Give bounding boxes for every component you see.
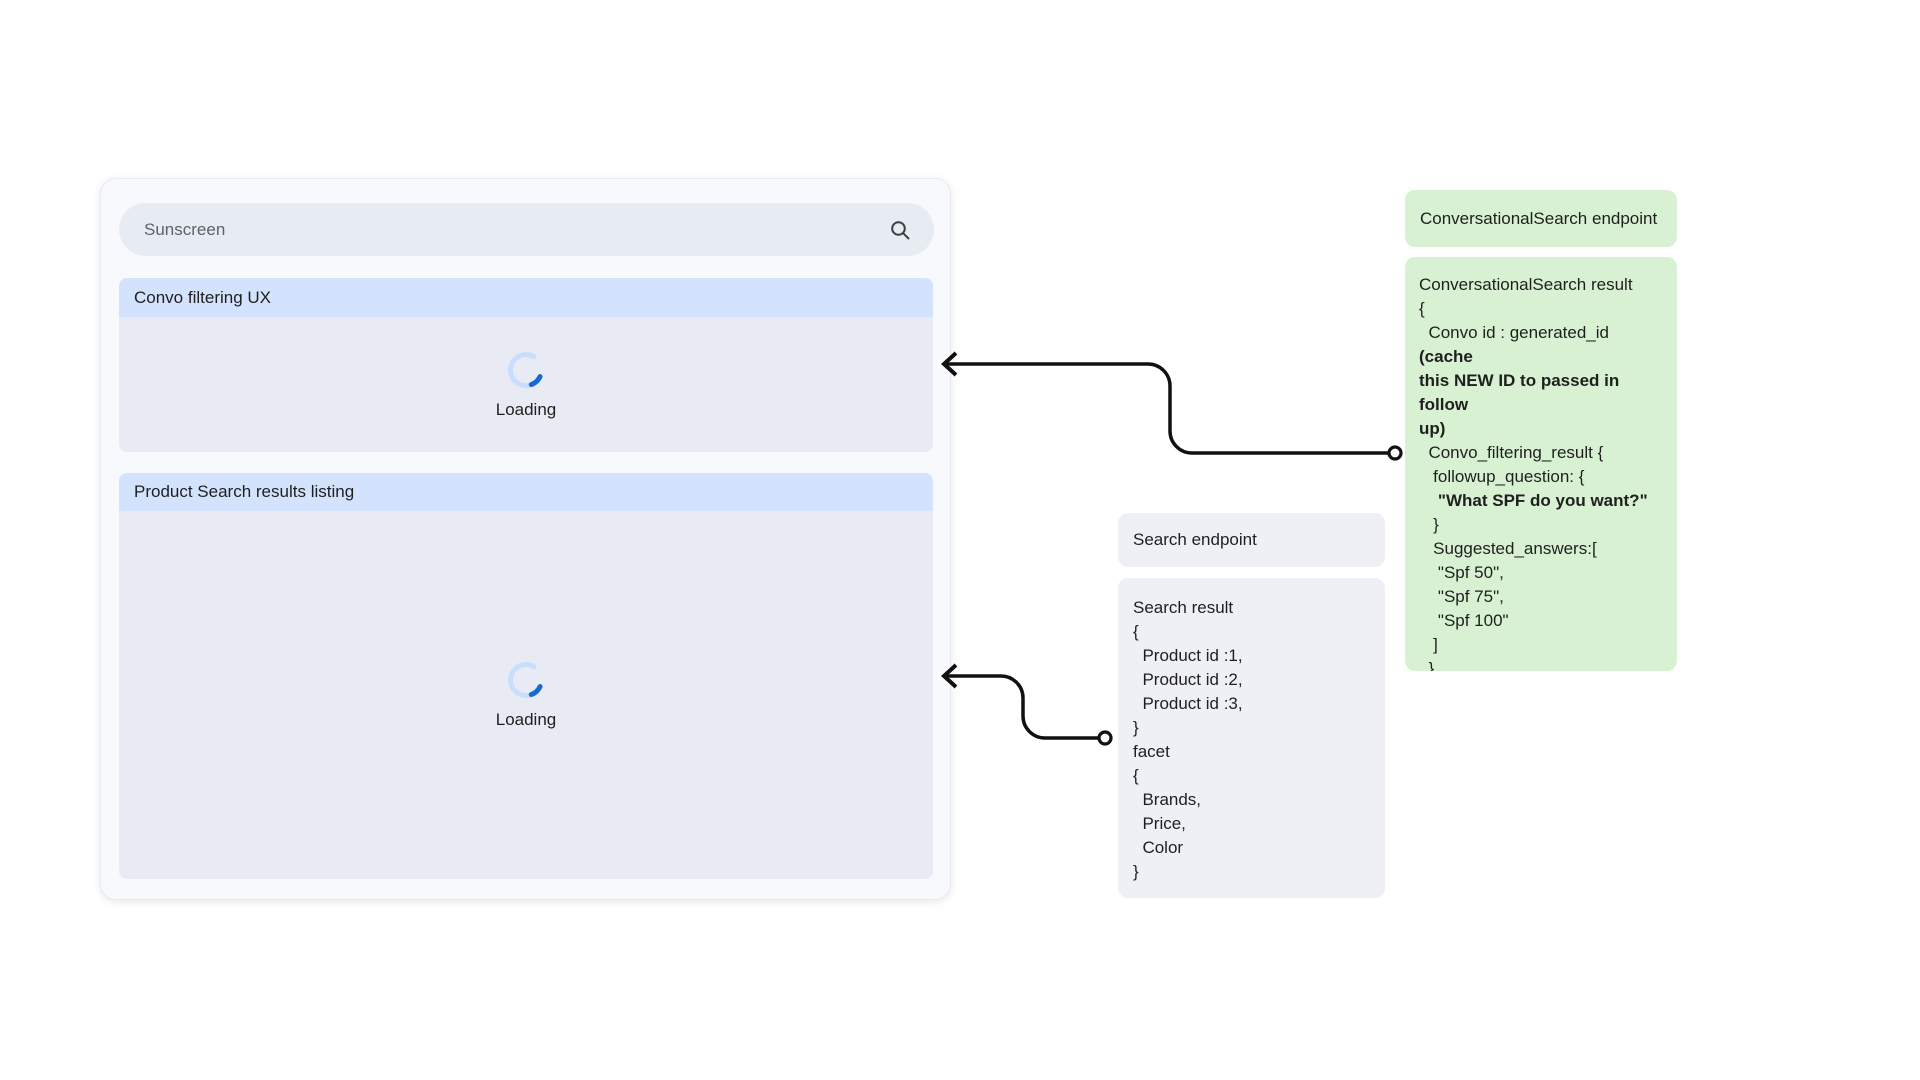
code-line: }	[1419, 659, 1435, 671]
code-line: Product id :2,	[1133, 670, 1243, 689]
code-line: Convo_filtering_result {	[1419, 443, 1604, 462]
code-line: facet	[1133, 742, 1170, 761]
section-title: Product Search results listing	[134, 482, 355, 501]
loading-label: Loading	[495, 399, 557, 419]
loading-label: Loading	[495, 710, 557, 729]
conversational-search-result-box: ConversationalSearch result { Convo id : …	[1405, 257, 1677, 671]
code-line: Suggested_answers:[	[1419, 539, 1597, 558]
code-line: }	[1133, 862, 1139, 881]
code-line: Product id :1,	[1133, 646, 1243, 665]
search-input-value: Sunscreen	[144, 219, 226, 239]
search-endpoint-label: Search endpoint	[1118, 513, 1385, 567]
code-line: "Spf 50",	[1419, 563, 1504, 582]
code-line: Search result	[1133, 598, 1234, 617]
code-line: {	[1419, 299, 1425, 318]
search-icon[interactable]	[888, 218, 912, 242]
code-line: Brands,	[1133, 790, 1202, 809]
label-text: ConversationalSearch endpoint	[1420, 208, 1658, 228]
code-line: "Spf 100"	[1419, 611, 1509, 630]
code-line: {	[1133, 622, 1139, 641]
code-line: Price,	[1133, 814, 1186, 833]
code-line: Color	[1133, 838, 1184, 857]
code-line: "What SPF do you want?"	[1437, 491, 1648, 510]
section-body-product-results: Loading	[119, 511, 933, 879]
loading-spinner-icon	[508, 351, 543, 388]
search-ui-mockup-card: Sunscreen Convo filtering UX Loading Pro…	[100, 178, 951, 900]
code-line: {	[1133, 766, 1139, 785]
code-line: }	[1419, 515, 1439, 534]
code-line: up)	[1419, 419, 1446, 438]
section-body-convo-filtering: Loading	[119, 317, 933, 452]
label-text: Search endpoint	[1133, 530, 1257, 549]
code-line: Product id :3,	[1133, 694, 1243, 713]
code-line: "Spf 75",	[1419, 587, 1504, 606]
connector-arrow-search	[941, 663, 1113, 746]
search-result-box: Search result { Product id :1, Product id…	[1118, 578, 1385, 898]
code-line: Convo id : generated_id (cache	[1419, 323, 1614, 366]
search-input[interactable]: Sunscreen	[119, 203, 934, 256]
section-header-product-results: Product Search results listing	[119, 473, 933, 511]
code-line: this NEW ID to passed in follow	[1419, 371, 1624, 414]
loading-spinner-icon	[508, 662, 543, 698]
code-line: ConversationalSearch result	[1419, 275, 1633, 294]
code-line: }	[1133, 718, 1139, 737]
code-line: ]	[1419, 635, 1438, 654]
section-title: Convo filtering UX	[134, 287, 272, 307]
connector-arrow-conversational	[941, 351, 1403, 461]
conversational-search-endpoint-label: ConversationalSearch endpoint	[1405, 190, 1677, 247]
code-line: followup_question: {	[1419, 467, 1585, 486]
section-header-convo-filtering: Convo filtering UX	[119, 278, 933, 317]
